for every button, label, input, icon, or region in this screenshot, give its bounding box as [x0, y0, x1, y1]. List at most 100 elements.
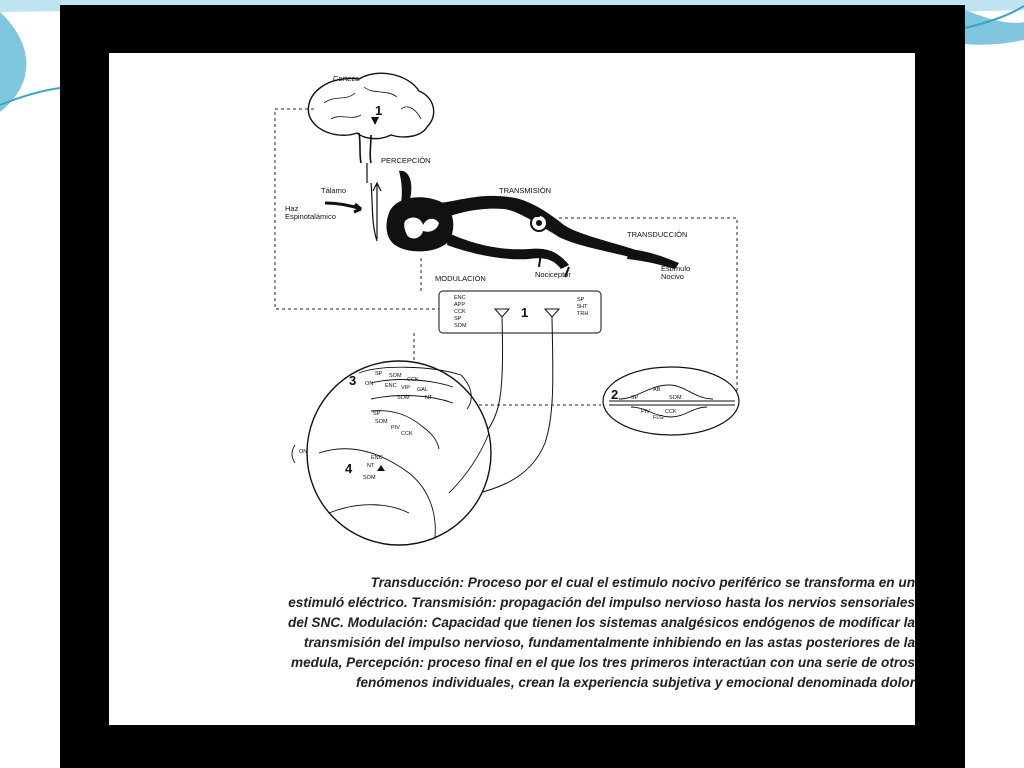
circle3-label: VIP [401, 385, 410, 391]
synapse-terminal-left [493, 308, 511, 318]
box-right-label: 5HT [577, 304, 588, 310]
label-number-1-brain: 1 [375, 103, 382, 118]
brain-folds [323, 86, 422, 120]
fiber-lower-bulge [630, 406, 708, 418]
spinal-tract-line [366, 163, 378, 242]
circle3-label: CCK [401, 431, 413, 437]
label-transmision: TRANSMISIÓN [499, 186, 551, 195]
circle4-label: SOM [363, 475, 376, 481]
nerve-end-right [627, 249, 679, 269]
circle2-labels: AB SP SOM PIV CCK FLG [631, 387, 682, 421]
ascending-arrow [372, 181, 382, 239]
label-haz-line1: Haz [285, 204, 299, 213]
haz-arrow [324, 201, 362, 214]
caption-line: medula, Percepción: proceso final en el … [291, 655, 915, 670]
circle3-label: ON [365, 381, 373, 387]
circle3-labels: SP SOM CCK ON ENC VIP GAL NT SOM SP SOM … [365, 371, 433, 437]
spinal-cord-grey-matter [404, 217, 439, 239]
box-left-label: APP [454, 302, 465, 308]
circle4-label: ENC [371, 455, 383, 461]
circle2-label: PIV [641, 409, 650, 415]
box-right-labels: SP 5HT TRH [577, 297, 588, 317]
circle3-label: GAL [417, 387, 428, 393]
circle3-label: SOM [389, 373, 402, 379]
figure-caption: Transducción: Proceso por el cual el est… [121, 573, 915, 693]
label-haz-line2: Espinotalámico [285, 212, 336, 221]
label-nociceptor: Nociceptor [535, 270, 571, 279]
caption-line: transmisión del impulso nervioso, fundam… [303, 635, 915, 650]
label-number-2-circle: 2 [611, 387, 618, 402]
circle2-label: FLG [653, 415, 664, 421]
caption-line: Transducción: Proceso por el cual el est… [370, 575, 915, 590]
lamina-curve [318, 448, 436, 538]
lamina-curve [328, 504, 410, 514]
dorsal-horn-laminae [318, 366, 490, 538]
circle3-label: SOM [397, 395, 410, 401]
dorsal-horn-detail-circle [306, 360, 492, 546]
label-number-1-box: 1 [521, 305, 528, 320]
nociceptor-stub [538, 252, 570, 278]
box-right-label: SP [577, 297, 585, 303]
circle3-label: CCK [407, 377, 419, 383]
label-modulacion: MODULACIÓN [435, 274, 486, 283]
box-left-labels: ENC APP CCK SP SOM [454, 295, 467, 329]
fiber-upper-bulge [618, 384, 714, 400]
circle2-label: CCK [665, 409, 677, 415]
circle3-label: PIV [391, 425, 400, 431]
circle3-label: SP [373, 411, 381, 417]
brain-outline [307, 72, 435, 140]
box-left-label: SOM [454, 323, 467, 329]
box-left-label: SP [454, 316, 462, 322]
right-swoosh-line [964, 5, 1024, 29]
circle3-label: SOM [375, 419, 388, 425]
left-swoosh [0, 12, 27, 112]
circle3-label: ENC [385, 383, 397, 389]
brainstem [358, 132, 372, 164]
pain-pathway-diagram: Corteza 1 PERCEPCIÓN Tálamo Haz Espinota… [274, 72, 740, 546]
label-number-2-spine: 2 [533, 205, 540, 220]
synapse-terminal-right [543, 308, 561, 318]
interneuron-4 [377, 465, 385, 471]
left-swoosh-line [0, 87, 61, 106]
lamina-curve [370, 410, 440, 450]
box-right-label: TRH [577, 311, 588, 317]
on-neuron-bracket [291, 444, 296, 464]
label-estimulo-line2: Nocivo [661, 272, 684, 281]
label-number-4: 4 [345, 461, 353, 476]
label-corteza: Corteza [333, 74, 360, 83]
arrow-head-brain [371, 117, 379, 125]
label-number-3: 3 [349, 373, 356, 388]
right-swoosh [965, 10, 1024, 45]
fiber-axon-line [609, 400, 735, 406]
circle3-label: SP [375, 371, 383, 377]
nerve-branch-lower [447, 233, 569, 269]
box-left-label: CCK [454, 309, 466, 315]
neurotransmitter-box [438, 290, 602, 334]
caption-line: fenómenos individuales, crean la experie… [355, 675, 915, 690]
caption-line: del SNC. Modulación: Capacidad que tiene… [288, 615, 915, 630]
lamina-curve [448, 432, 490, 494]
circle2-label: SOM [669, 395, 682, 401]
circle4-label: NT [367, 463, 375, 469]
caption-line: estimuló eléctrico. Transmisión: propaga… [288, 595, 915, 610]
label-talamo: Tálamo [321, 186, 346, 195]
lamina-curve [370, 395, 454, 404]
spinal-cord-illustration [386, 170, 679, 278]
dashed-line-left [274, 108, 439, 310]
label-on-small: ON [299, 449, 307, 455]
circle4-labels: ENC NT SOM [363, 455, 383, 481]
circle3-label: NT [425, 395, 433, 401]
label-percepcion: PERCEPCIÓN [381, 156, 431, 165]
box-left-label: ENC [454, 295, 466, 301]
brain-illustration [307, 72, 435, 242]
figure-panel: Corteza 1 PERCEPCIÓN Tálamo Haz Espinota… [109, 53, 915, 725]
circle2-label: SP [631, 395, 639, 401]
label-estimulo-line1: Estímulo [661, 264, 690, 273]
lamina-curve [358, 366, 472, 410]
dorsal-root [399, 170, 412, 203]
nerve-to-spine [439, 195, 639, 259]
label-transduccion: TRANSDUCCIÓN [627, 230, 687, 239]
ganglion-core [536, 220, 542, 226]
lamina-curve [370, 379, 454, 388]
circle2-label: AB [653, 387, 661, 393]
